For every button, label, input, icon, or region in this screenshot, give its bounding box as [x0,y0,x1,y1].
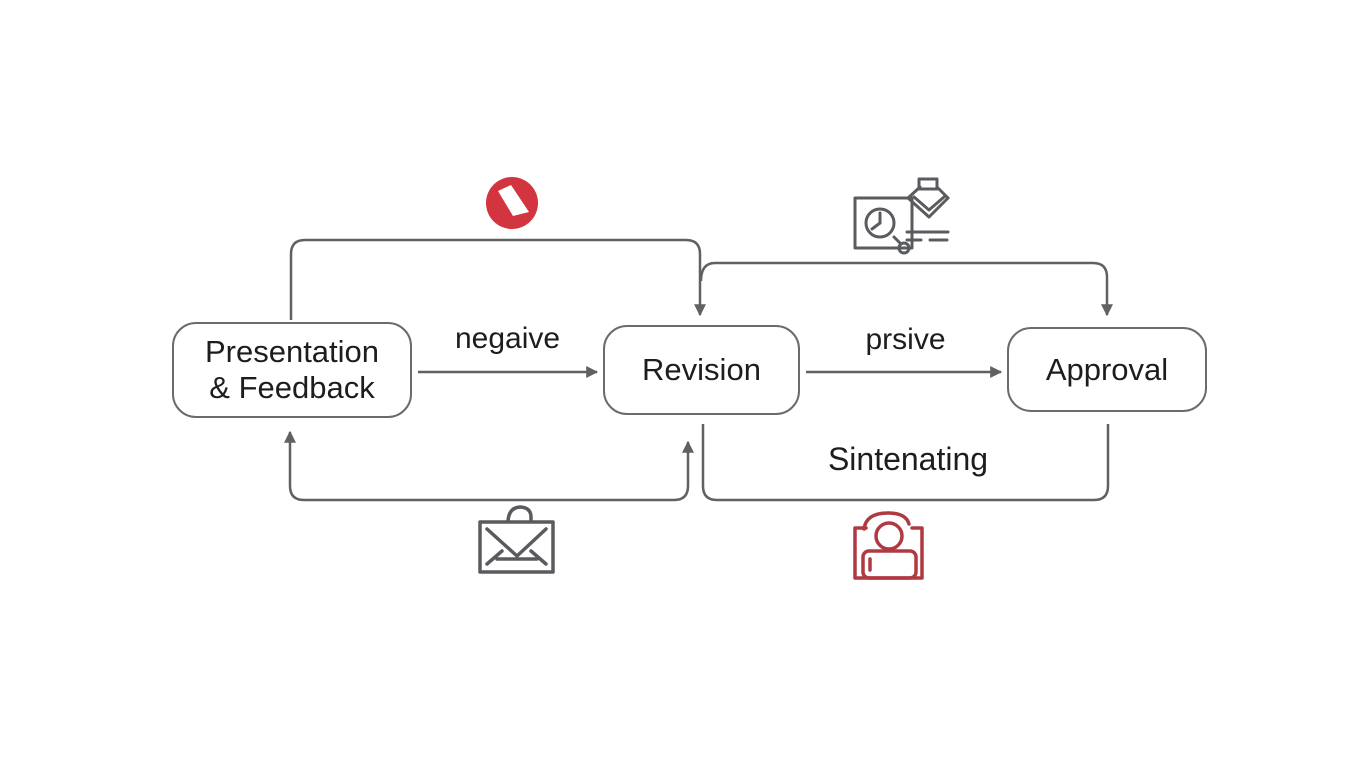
node-presentation-label-line2: & Feedback [209,370,375,405]
edge-top-branch-to-approval [699,261,1113,317]
block-icon [486,177,538,229]
node-presentation-label-line1: Presentation [204,334,380,370]
node-presentation-feedback: Presentation & Feedback [172,322,412,418]
edge-label-bottom: Sintenating [827,441,989,477]
node-approval-label: Approval [1045,351,1169,387]
review-clipboard-icon [853,177,950,255]
node-approval: Approval [1007,327,1207,412]
node-revision-label: Revision [642,352,761,388]
camera-icon [853,511,924,580]
edge-bottom-right-loop [701,424,1110,502]
edge-label-negative: negaive [454,322,561,355]
edge-top-loop-presentation-to-revision [289,238,706,320]
envelope-icon [478,505,555,574]
node-revision: Revision [603,325,800,415]
connector-lines [284,238,1113,502]
edge-label-positive: prsive [865,323,946,356]
edge-bottom-left-loop [284,430,694,502]
